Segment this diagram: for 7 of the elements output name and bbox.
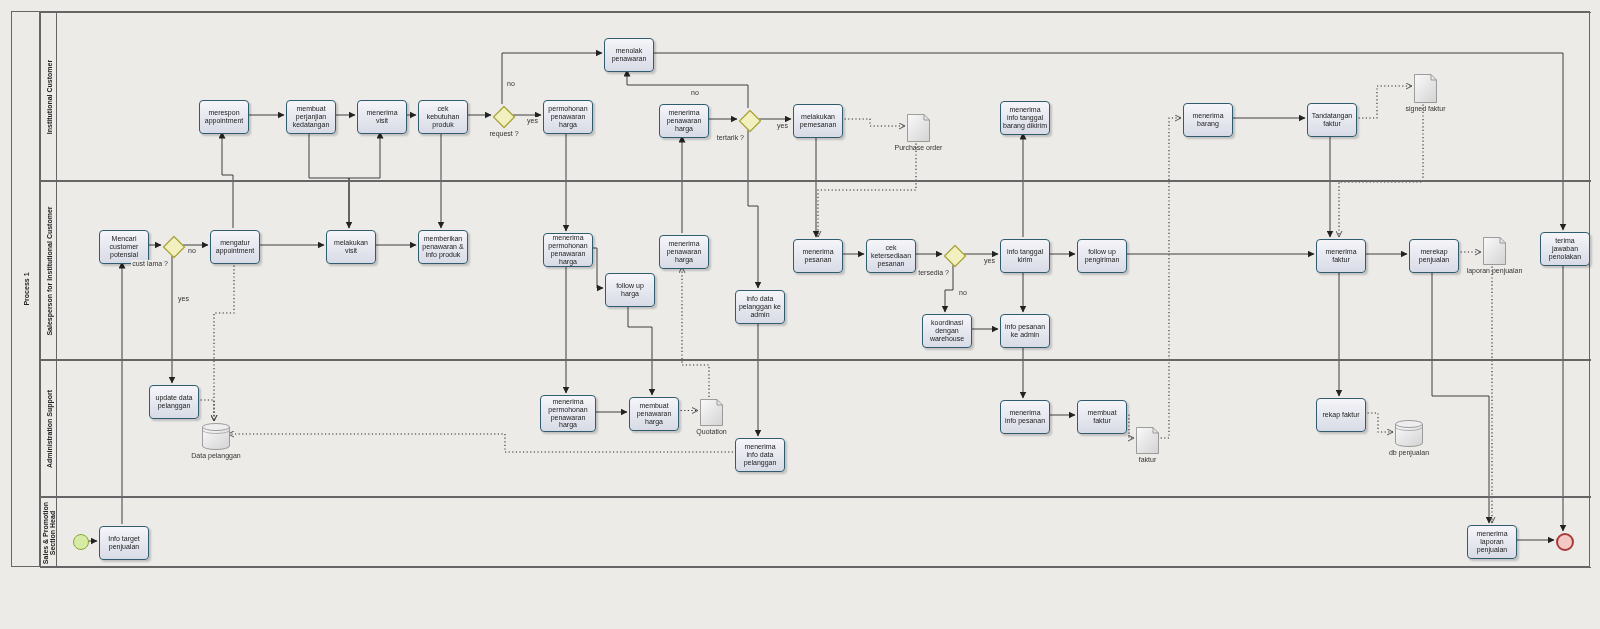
pool [11, 11, 1590, 567]
swimlane [40, 497, 1591, 568]
swimlane [40, 181, 1591, 360]
start-event-circle [73, 534, 89, 550]
swimlane [40, 360, 1591, 497]
end-event-circle [1556, 533, 1574, 551]
swimlane [40, 12, 1591, 181]
